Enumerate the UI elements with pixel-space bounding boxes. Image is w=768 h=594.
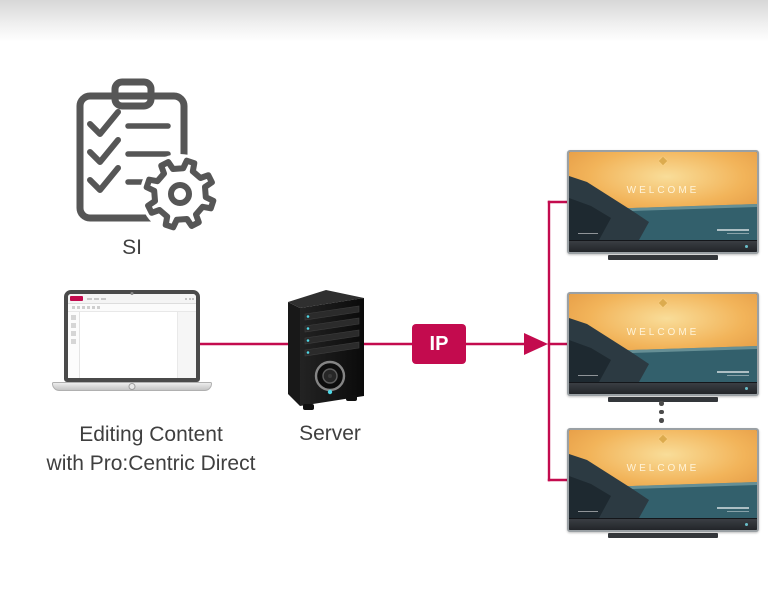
cliffs-foreground [569,476,611,518]
si-label: SI [122,236,142,259]
tv-screen: WELCOME [569,152,757,240]
clipboard-clip [111,78,155,110]
tv-speaker-bar [569,240,757,252]
laptop-screen [64,290,200,382]
tv-frame: WELCOME [567,292,759,396]
tv-stand [608,533,718,538]
server-knob-center [328,374,332,378]
dot [659,401,664,406]
tv-screen: WELCOME [569,294,757,382]
caption-line-1: Editing Content [79,423,223,446]
tv-stand [608,255,718,260]
laptop-caption: Editing Content with Pro:Centric Direct [20,420,282,478]
cliffs-foreground [569,340,611,382]
editor-canvas [80,312,177,378]
caption-line-2: with Pro:Centric Direct [46,452,256,475]
tv-display-3: WELCOME [567,428,759,538]
laptop-brand-emblem [128,383,136,390]
editor-body [68,312,196,378]
tv-power-led [745,387,748,390]
editor-header-bar [68,294,196,304]
tv-screen: WELCOME [569,430,757,518]
webcam-dot-icon [130,291,134,295]
editor-panel [177,312,196,378]
editor-sidebar [68,312,80,378]
welcome-text: WELCOME [626,463,700,474]
screen-smalltext [717,507,749,512]
screen-smalltext [578,510,598,512]
server-illustration [288,290,364,410]
screen-smalltext [717,229,749,234]
welcome-text: WELCOME [626,327,700,338]
bay-led [306,315,310,318]
screen-smalltext [578,232,598,234]
bay-led [306,351,310,354]
sunset-scene [569,454,757,518]
sunset-scene [569,318,757,382]
drive-bay [304,329,360,345]
top-gradient [0,0,768,42]
gear-hole [168,182,192,206]
ip-badge: IP [412,324,466,364]
drive-bay [304,317,360,333]
tv-power-led [745,523,748,526]
dot [659,418,664,423]
tv-speaker-bar [569,518,757,530]
tv-speaker-bar [569,382,757,394]
drive-bay [304,341,360,357]
server-label: Server [299,422,361,445]
tv-stand [608,397,718,402]
check-icon [87,109,121,137]
ellipsis-dots [659,401,664,423]
server-top-face [288,290,364,308]
flow-arrow-icon [524,333,548,355]
editor-logo [70,296,83,301]
welcome-text: WELCOME [626,185,700,196]
sunset-scene [569,176,757,240]
window-control-dots [185,297,194,300]
editor-toolbar [68,304,196,312]
check-icon [87,165,121,193]
tv-power-led [745,245,748,248]
editor-menu-bars [87,297,106,300]
si-clipboard-gear-icon [76,78,220,234]
tv-display-1: WELCOME [567,150,759,260]
laptop-illustration [52,288,212,392]
dot [659,409,664,414]
tv-frame: WELCOME [567,150,759,254]
bay-led [306,339,310,342]
cliffs-foreground [569,198,611,240]
check-icon [87,137,121,165]
screen-smalltext [578,374,598,376]
gear-icon [143,157,217,231]
server-foot [346,395,357,401]
power-led [327,389,333,395]
bay-led [306,327,310,330]
screen-smalltext [717,371,749,376]
server-side-face [288,302,300,406]
tv-frame: WELCOME [567,428,759,532]
server-foot [303,404,314,410]
drive-bay [304,305,360,321]
tv-display-2: WELCOME [567,292,759,402]
